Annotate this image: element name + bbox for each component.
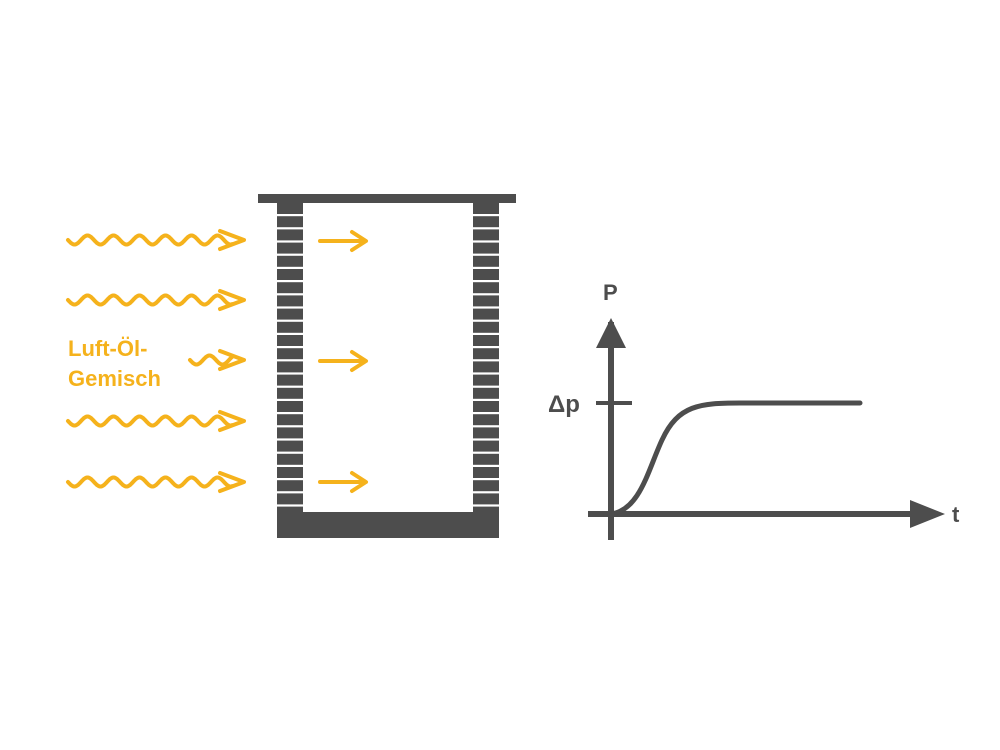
filter-wall-segment (473, 229, 499, 241)
filter-wall-segment (277, 203, 303, 214)
filter-wall-segment (473, 361, 499, 373)
filter-wall-segment (473, 401, 499, 412)
wavy-arrow-icon (66, 229, 246, 251)
y-axis-label: P (603, 280, 618, 305)
filter-wall-segment (277, 348, 303, 360)
filter-wall-segment (473, 282, 499, 294)
filter-wall-segment (277, 321, 303, 333)
wavy-arrow-icon (66, 471, 246, 493)
y-axis-arrowhead-icon (596, 318, 626, 348)
filter-wall-segment (277, 216, 303, 228)
x-axis-arrowhead-icon (910, 500, 945, 528)
filter-wall-segment (277, 506, 303, 512)
wavy-arrow-icon (66, 289, 246, 311)
filter-wall-segment (277, 335, 303, 346)
filter-wall-segment (277, 414, 303, 426)
filter-wall-segment (473, 255, 499, 267)
filter-right-wall (473, 203, 499, 512)
filter-wall-segment (473, 440, 499, 452)
filter-wall-segment (277, 361, 303, 373)
filter-wall-segment (473, 242, 499, 254)
filter-wall-segment (277, 453, 303, 465)
filter-wall-segment (473, 335, 499, 346)
filter-wall-segment (473, 374, 499, 386)
flow-label-line1: Luft-Öl- (68, 336, 147, 361)
filter-wall-segment (277, 282, 303, 294)
filter-wall-segment (277, 255, 303, 267)
incoming-flow-arrows (66, 229, 246, 493)
filter-wall-segment (277, 308, 303, 320)
filter-wall-segment (473, 308, 499, 320)
filter-wall-segment (277, 401, 303, 412)
filter-wall-segment (473, 269, 499, 280)
filter-wall-segment (473, 493, 499, 505)
filter-wall-segment (473, 321, 499, 333)
filter-bottom-cap (277, 512, 499, 538)
filter-wall-segment (277, 269, 303, 280)
filter-wall-segment (277, 374, 303, 386)
filter-wall-segment (473, 216, 499, 228)
filter-top-cap (258, 194, 516, 203)
inner-flow-arrows (318, 230, 368, 493)
flow-label-line2: Gemisch (68, 366, 161, 391)
filter-wall-segment (277, 387, 303, 399)
filter-wall-segment (473, 387, 499, 399)
arrow-right-icon (318, 350, 368, 372)
filter-wall-segment (277, 242, 303, 254)
filter-wall-segment (473, 203, 499, 214)
filter-wall-segment (277, 440, 303, 452)
filter-element (258, 194, 516, 538)
filter-wall-segment (473, 348, 499, 360)
filter-wall-segment (277, 493, 303, 505)
filter-left-wall (277, 203, 303, 512)
filter-wall-segment (277, 427, 303, 439)
x-axis-label: t (952, 502, 960, 527)
delta-p-label: Δp (548, 391, 580, 418)
filter-wall-segment (473, 506, 499, 512)
filter-wall-segment (277, 295, 303, 307)
filter-wall-segment (277, 480, 303, 492)
filter-wall-segment (473, 295, 499, 307)
wavy-arrow-icon (188, 349, 246, 371)
filter-wall-segment (473, 427, 499, 439)
filter-wall-segment (277, 467, 303, 478)
filter-wall-segment (277, 229, 303, 241)
arrow-right-icon (318, 471, 368, 493)
filter-wall-segment (473, 453, 499, 465)
pressure-curve (608, 400, 863, 517)
filter-wall-segment (473, 480, 499, 492)
filter-wall-segment (473, 467, 499, 478)
filter-wall-segment (473, 414, 499, 426)
arrow-right-icon (318, 230, 368, 252)
wavy-arrow-icon (66, 410, 246, 432)
pressure-graph: P t Δp (548, 280, 960, 540)
